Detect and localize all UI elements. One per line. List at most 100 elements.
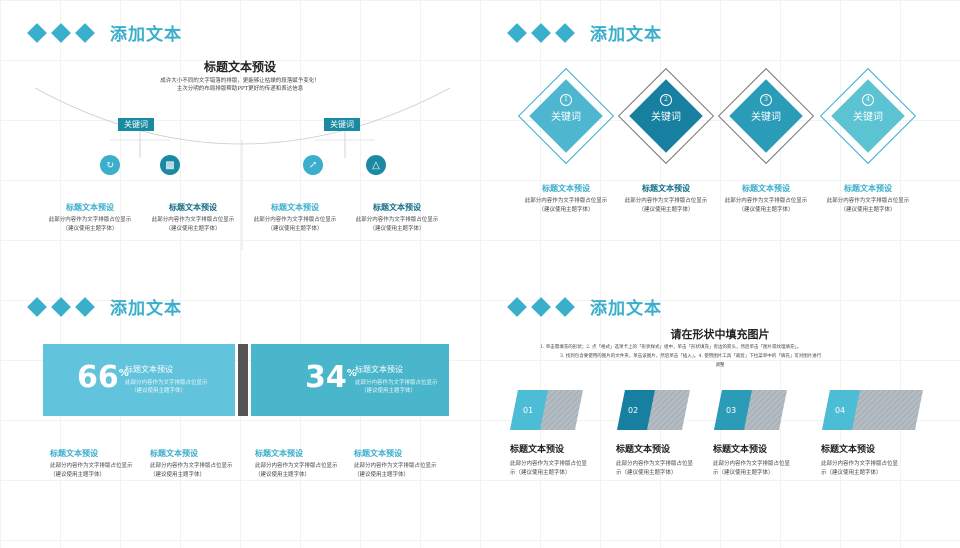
text-item: 标题文本预设 此部分内容作为文字排版占位显示 （建议使用主题字体） <box>50 448 140 480</box>
text-item: 标题文本预设 此部分内容作为文字排版占位显示 （建议使用主题字体） <box>354 448 444 480</box>
diamond-label: 关键词 <box>651 112 681 123</box>
item-text: （建议使用主题字体） <box>538 206 594 213</box>
item-text: 此部分内容作为文字排版占位显示 <box>355 217 439 223</box>
item-text: （建议使用主题字体） <box>165 225 221 232</box>
item-text: （建议使用主题字体） <box>638 206 694 213</box>
diamond-number: 3 <box>760 94 772 106</box>
header-title: 添加文本 <box>590 25 662 45</box>
connector-lines <box>34 87 451 250</box>
stat-text: （建议使用主题字体） <box>131 388 187 394</box>
item-text: （建议使用主题字体） <box>369 225 425 232</box>
step-parallelograms <box>510 390 923 430</box>
item-title: 标题文本预设 <box>169 203 217 212</box>
item-text: （建议使用主题字体） <box>354 471 410 478</box>
text-item: 标题文本预设 此部分内容作为文字排版占位显 示（建议使用主题字体） <box>616 442 716 478</box>
slide-panel-3: 添加文本 66% 标题文本预设 此部分内容作为文字排版占位显示 （建议使用主题字… <box>0 274 480 548</box>
divider-bar <box>238 344 248 416</box>
text-item: 标题文本预设 此部分内容作为文字排版占位显示 （建议使用主题字体） <box>150 448 240 480</box>
diamond-label: 关键词 <box>751 112 781 123</box>
item-text: 示（建议使用主题字体） <box>821 469 882 476</box>
line-chart-icon: ↗ <box>303 155 323 175</box>
text-item: 标题文本预设 此部分内容作为文字排版占位显示 （建议使用主题字体） <box>255 448 345 480</box>
stat-title: 标题文本预设 <box>355 365 403 374</box>
step-number: 01 <box>523 406 534 415</box>
item-title: 标题文本预设 <box>742 184 790 193</box>
item-title: 标题文本预设 <box>821 445 876 455</box>
keyword-tag: 关键词 <box>324 118 360 131</box>
diamond-icon <box>507 22 527 43</box>
step-number: 02 <box>628 406 639 415</box>
item-title: 标题文本预设 <box>150 449 198 458</box>
slide-header: 添加文本 <box>27 20 182 45</box>
item-text: 此部分内容作为文字排版占位显示 <box>524 198 608 204</box>
item-text: 此部分内容作为文字排版占位显示 <box>255 463 338 469</box>
item-title: 标题文本预设 <box>354 449 402 458</box>
item-text: 此部分内容作为文字排版占位显示 <box>724 198 808 204</box>
text-item: 标题文本预设 此部分内容作为文字排版占位显示 （建议使用主题字体） <box>347 202 447 234</box>
item-text: 示（建议使用主题字体） <box>713 469 774 476</box>
stat-card: 34% 标题文本预设 此部分内容作为文字排版占位显示 （建议使用主题字体） <box>251 344 449 416</box>
text-item: 标题文本预设 此部分内容作为文字排版占位显 示（建议使用主题字体） <box>713 442 813 478</box>
keyword-diamond: 4 关键词 <box>819 67 917 165</box>
item-text: （建议使用主题字体） <box>738 206 794 213</box>
item-title: 标题文本预设 <box>616 445 671 455</box>
diamond-icon <box>555 22 575 43</box>
slide-title: 请在形状中填充图片 <box>670 328 770 341</box>
diamond-icon <box>51 296 71 317</box>
step-number: 03 <box>726 406 737 415</box>
item-text: 此部分内容作为文字排版占位显示 <box>150 463 233 469</box>
header-title: 添加文本 <box>110 299 182 319</box>
item-text: 此部分内容作为文字排版占位显示 <box>253 217 337 223</box>
instruction-line: 1. 单击需填充的形状；2. 点「格式」选项卡上的「形状样式」组中，单击「形状填… <box>540 345 802 350</box>
item-title: 标题文本预设 <box>642 184 690 193</box>
keyword-tag: 关键词 <box>118 118 154 131</box>
slide-panel-4: 添加文本 请在形状中填充图片 1. 单击需填充的形状；2. 点「格式」选项卡上的… <box>480 274 960 548</box>
slide-panel-2: 添加文本 1 关键词 2 关键词 3 关键词 4 关键词 标题文本预设 此部分内… <box>480 0 960 274</box>
item-text: 此部分内容作为文字排版占位显示 <box>624 198 708 204</box>
slide-header: 添加文本 <box>27 294 182 319</box>
history-icon: ↻ <box>100 155 120 175</box>
item-text: 此部分内容作为文字排版占位显示 <box>151 217 235 223</box>
diamond-icon <box>531 22 551 43</box>
diamond-icon <box>27 296 47 317</box>
item-text: 此部分内容作为文字排版占位显 <box>510 461 588 467</box>
keyword-diamond: 3 关键词 <box>717 67 815 165</box>
text-item: 标题文本预设 此部分内容作为文字排版占位显 示（建议使用主题字体） <box>510 442 610 478</box>
item-text: （建议使用主题字体） <box>267 225 323 232</box>
item-text: （建议使用主题字体） <box>150 471 206 478</box>
stat-text: （建议使用主题字体） <box>361 388 417 394</box>
item-title: 标题文本预设 <box>373 203 421 212</box>
text-item: 标题文本预设 此部分内容作为文字排版占位显示 （建议使用主题字体） <box>245 202 345 234</box>
diamond-icon <box>75 296 95 317</box>
keyword-diamond: 2 关键词 <box>617 67 715 165</box>
diamond-number: 1 <box>560 94 572 106</box>
slide-title: 标题文本预设 <box>203 60 276 74</box>
triangle-icon: △ <box>366 155 386 175</box>
stat-title: 标题文本预设 <box>125 365 173 374</box>
item-text: （建议使用主题字体） <box>255 471 311 478</box>
item-text: 此部分内容作为文字排版占位显 <box>616 461 694 467</box>
item-text: 此部分内容作为文字排版占位显示 <box>826 198 910 204</box>
diamond-label: 关键词 <box>853 112 883 123</box>
slide-panel-1: 添加文本 标题文本预设 成许大小不同的文字错落的排版，更能够让枯燥的段落赋予变化… <box>0 0 480 274</box>
text-item: 标题文本预设 此部分内容作为文字排版占位显示 （建议使用主题字体） <box>616 183 716 215</box>
subtitle-line: 成许大小不同的文字错落的排版，更能够让枯燥的段落赋予变化！ <box>160 78 320 84</box>
step-number: 04 <box>835 406 846 415</box>
stat-card: 66% 标题文本预设 此部分内容作为文字排版占位显示 （建议使用主题字体） <box>43 344 235 416</box>
text-item: 标题文本预设 此部分内容作为文字排版占位显示 （建议使用主题字体） <box>40 202 140 234</box>
item-title: 标题文本预设 <box>542 184 590 193</box>
item-title: 标题文本预设 <box>713 445 768 455</box>
text-item: 标题文本预设 此部分内容作为文字排版占位显示 （建议使用主题字体） <box>818 183 918 215</box>
item-title: 标题文本预设 <box>510 445 565 455</box>
item-text: （建议使用主题字体） <box>50 471 106 478</box>
item-title: 标题文本预设 <box>271 203 319 212</box>
stat-text: 此部分内容作为文字排版占位显示 <box>355 380 438 386</box>
header-title: 添加文本 <box>110 25 182 45</box>
item-text: （建议使用主题字体） <box>62 225 118 232</box>
text-item: 标题文本预设 此部分内容作为文字排版占位显示 （建议使用主题字体） <box>716 183 816 215</box>
diamond-number: 2 <box>660 94 672 106</box>
diamond-number: 4 <box>862 94 874 106</box>
instruction-line: 3. 找到包含要使用的图片的文件夹，单击该图片，然后单击「插入」。4. 使用图片… <box>560 354 822 359</box>
item-title: 标题文本预设 <box>844 184 892 193</box>
text-item: 标题文本预设 此部分内容作为文字排版占位显 示（建议使用主题字体） <box>821 442 921 478</box>
